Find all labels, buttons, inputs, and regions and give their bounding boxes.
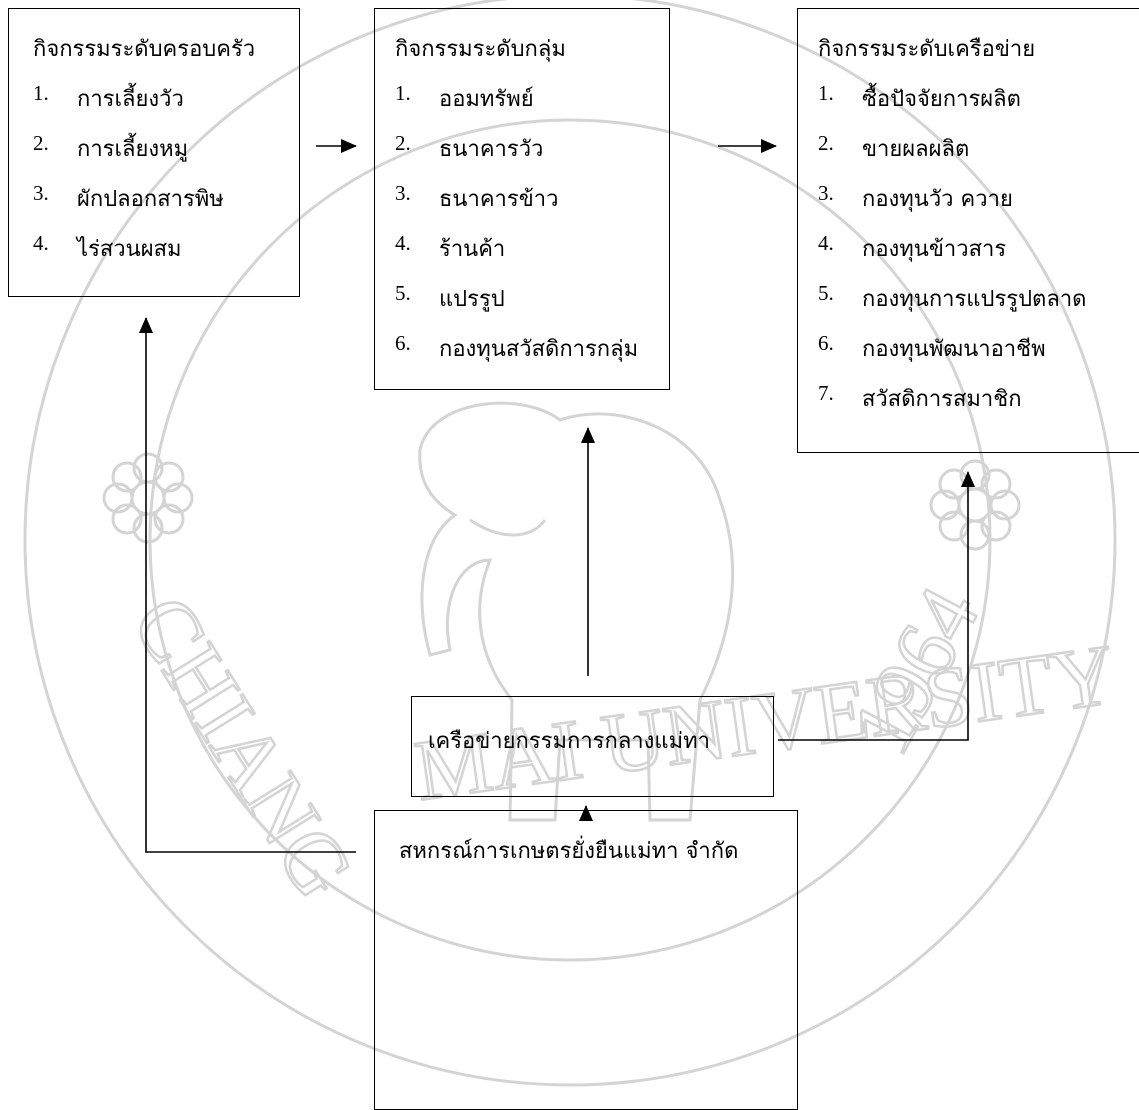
network-activities-box: กิจกรรมระดับเครือข่าย 1.ซื้อปัจจัยการผลิ…	[797, 8, 1139, 453]
arrow-committee-to-network	[778, 471, 975, 741]
central-committee-label: เครือข่ายกรรมการกลางแม่ทา	[428, 729, 710, 754]
network-activities-title: กิจกรรมระดับเครือข่าย	[818, 37, 1036, 62]
family-activities-box: กิจกรรมระดับครอบครัว 1.การเลี้ยงวัว 2.กา…	[8, 8, 300, 297]
watermark-year: 1964	[832, 572, 998, 769]
central-committee-box: เครือข่ายกรรมการกลางแม่ทา	[411, 696, 774, 797]
watermark-chiang: CHIANG	[114, 579, 373, 913]
family-activities-title: กิจกรรมระดับครอบครัว	[33, 37, 256, 62]
cooperative-box: สหกรณ์การเกษตรยั่งยืนแม่ทา จำกัด	[374, 810, 798, 1110]
group-activities-title: กิจกรรมระดับกลุ่ม	[395, 37, 566, 62]
cooperative-label: สหกรณ์การเกษตรยั่งยืนแม่ทา จำกัด	[399, 839, 739, 864]
flower-right-icon	[929, 459, 1021, 551]
arrow-coop-to-family	[139, 317, 356, 853]
group-activities-box: กิจกรรมระดับกลุ่ม 1.ออมทรัพย์ 2.ธนาคารวั…	[374, 8, 670, 390]
flower-left-icon	[102, 452, 194, 544]
